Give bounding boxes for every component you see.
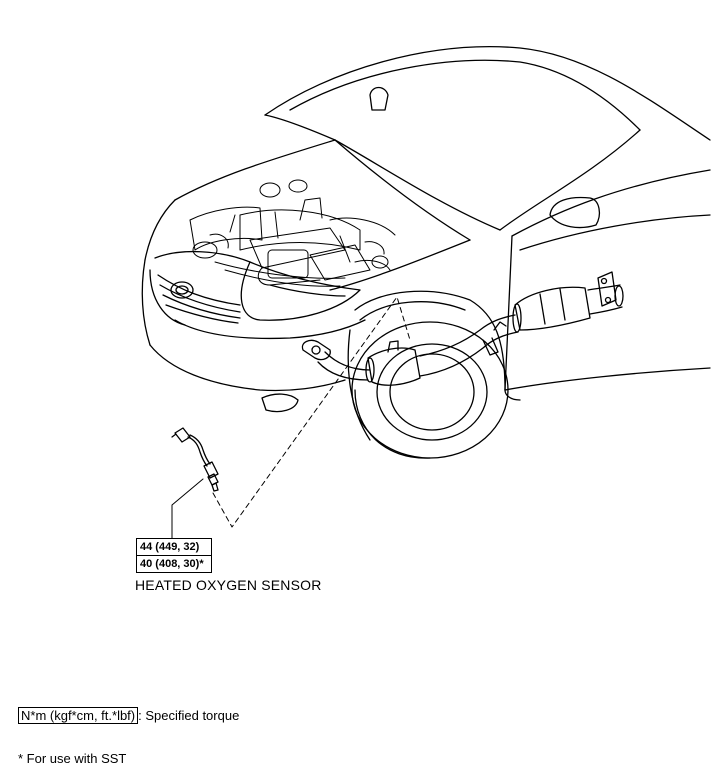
oxygen-sensor [171,427,219,492]
torque-spec-box: 44 (449, 32) 40 (408, 30)* [136,538,212,573]
component-label: HEATED OXYGEN SENSOR [135,577,322,593]
torque-sst-value: 40 (408, 30)* [137,555,211,572]
sst-footnote: * For use with SST [18,751,127,766]
legend-description: : Specified torque [138,708,240,723]
exhaust-front-pipe [301,271,624,386]
torque-standard-value: 44 (449, 32) [140,541,200,553]
car-body [141,46,711,459]
legend-unit-box: N*m (kgf*cm, ft.*lbf) [18,707,139,724]
installation-leader-line [212,296,411,528]
torque-legend: N*m (kgf*cm, ft.*lbf): Specified torque [18,707,240,724]
engine-bay [189,179,396,287]
torque-leader-line [171,478,204,539]
